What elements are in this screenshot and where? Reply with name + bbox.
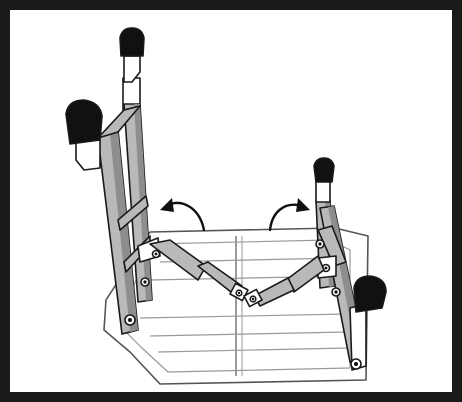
right-front-hinge-dot (354, 362, 358, 366)
right-brace (243, 255, 337, 308)
right-brace-mount-pin-dot (324, 266, 328, 270)
left-brace (137, 237, 249, 302)
curved-arrow-right-icon (268, 198, 310, 232)
right-rear-foot-cap (313, 157, 335, 183)
tabletop-rib-4 (149, 331, 349, 337)
right-rear-post-top (315, 179, 331, 203)
left-brace-joint-pin-dot (237, 291, 241, 295)
curved-arrow-left-icon (160, 198, 206, 232)
left-top-crossbar (97, 105, 141, 139)
left-front-post-shade (110, 130, 138, 332)
right-mid-hinge-dot (334, 290, 338, 294)
tabletop-rib-5 (157, 347, 349, 353)
left-mid-crossbar (117, 195, 149, 231)
left-rear-hinge-dot (143, 280, 147, 284)
right-rear-hinge-dot (318, 242, 322, 246)
left-front-bracket (75, 139, 101, 171)
right-front-foot-cap (353, 275, 387, 313)
left-brace-mount-pin-dot (154, 252, 158, 256)
left-front-hinge-dot (128, 318, 132, 322)
right-brace-joint-pin-dot (251, 297, 255, 301)
left-front-foot-cap (65, 99, 103, 145)
right-crossbar (317, 225, 347, 267)
tabletop-rib-3 (139, 313, 349, 319)
left-rear-foot-cap (119, 27, 145, 57)
